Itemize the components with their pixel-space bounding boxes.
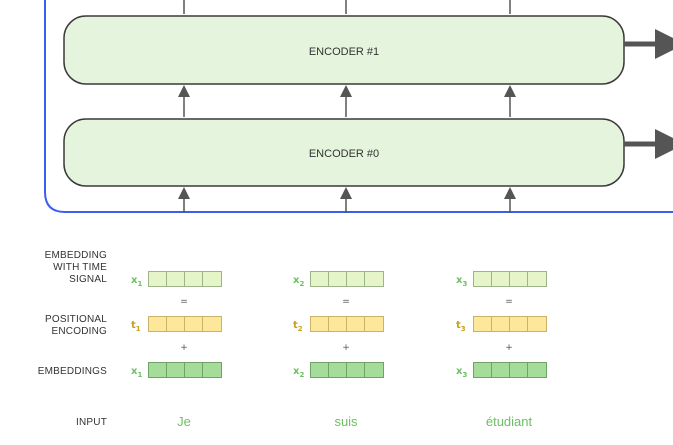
label-positional-encoding: POSITIONAL ENCODING: [44, 314, 107, 337]
embedding-vector: [310, 362, 384, 378]
encoder-1: ENCODER #1: [63, 15, 625, 85]
encoder-0-box: [63, 118, 625, 187]
input-word: Je: [177, 414, 191, 429]
embedding-symbol: x1: [131, 366, 143, 379]
input-word: étudiant: [485, 414, 533, 429]
positional-symbol: t1: [131, 320, 141, 333]
plus-operator: +: [180, 343, 188, 353]
time-signal-symbol: x2: [293, 275, 305, 288]
encoder-0: ENCODER #0: [63, 118, 625, 187]
embedding-vector: [148, 362, 222, 378]
equals-operator: =: [342, 297, 350, 307]
label-embedding-with-time-signal: EMBEDDING WITH TIME SIGNAL: [44, 250, 107, 285]
time-signal-vector: [310, 271, 384, 287]
encoder-stack-frame: [44, 0, 673, 213]
time-signal-symbol: x3: [456, 275, 468, 288]
time-signal-symbol: x1: [131, 275, 143, 288]
encoder-1-label: ENCODER #1: [309, 46, 379, 58]
encoder-1-box: [63, 15, 625, 85]
time-signal-vector: [473, 271, 547, 287]
embedding-symbol: x3: [456, 366, 468, 379]
time-signal-vector: [148, 271, 222, 287]
label-input: INPUT: [76, 417, 107, 428]
positional-vector: [473, 316, 547, 332]
top-arrows: [183, 0, 511, 14]
plus-operator: +: [505, 343, 513, 353]
bottom-arrows: [178, 187, 516, 213]
positional-vector: [310, 316, 384, 332]
middle-arrows: [178, 85, 516, 117]
equals-operator: =: [505, 297, 513, 307]
label-embeddings: EMBEDDINGS: [37, 366, 107, 377]
encoder-0-label: ENCODER #0: [309, 148, 379, 160]
input-word: suis: [334, 414, 358, 429]
positional-symbol: t2: [293, 320, 303, 333]
positional-symbol: t3: [456, 320, 466, 333]
positional-vector: [148, 316, 222, 332]
equals-operator: =: [180, 297, 188, 307]
plus-operator: +: [342, 343, 350, 353]
embedding-vector: [473, 362, 547, 378]
embedding-symbol: x2: [293, 366, 305, 379]
